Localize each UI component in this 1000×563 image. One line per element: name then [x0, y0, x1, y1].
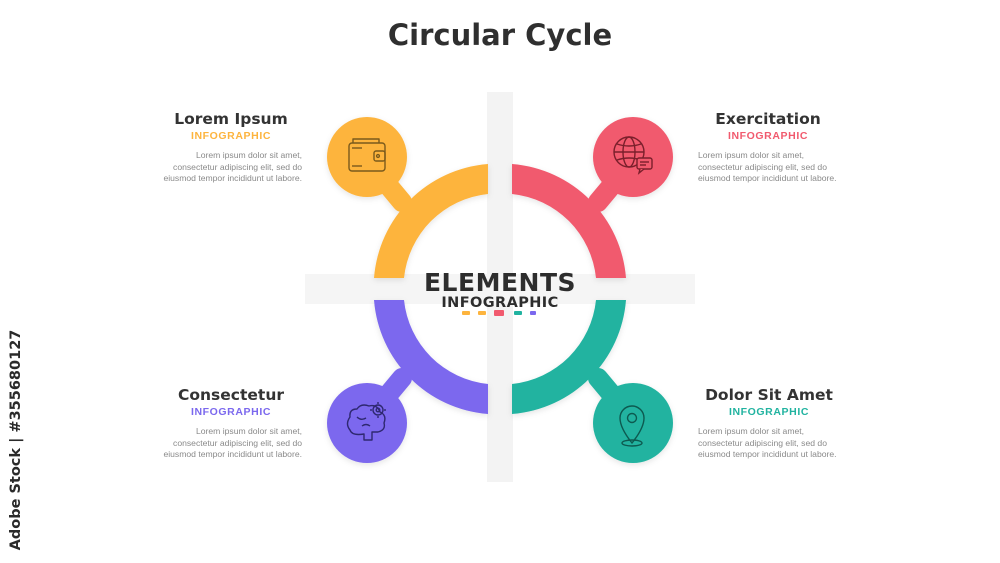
dot-teal [514, 311, 522, 315]
dot-orange-2 [478, 311, 486, 315]
item-subtitle: INFOGRAPHIC [728, 406, 810, 418]
stock-watermark: Adobe Stock | #355680127 [6, 325, 26, 555]
brain-gear-icon [346, 402, 386, 441]
item-title: Exercitation [715, 110, 821, 128]
dot-orange [462, 311, 470, 315]
item-description: Lorem ipsum dolor sit amet, consectetur … [163, 150, 302, 183]
item-dolor-sit-amet: Dolor Sit Amet INFOGRAPHIC Lorem ipsum d… [698, 386, 878, 461]
segment-bottom-right [512, 300, 673, 463]
item-title: Lorem Ipsum [174, 110, 288, 128]
fold-shadow-horizontal [305, 274, 695, 304]
center-subtitle: INFOGRAPHIC [441, 295, 559, 311]
segment-bottom-left [327, 300, 488, 463]
location-pin-icon [619, 405, 645, 447]
segment-top-left [327, 117, 488, 278]
dot-purple [530, 311, 536, 315]
item-consectetur: Consectetur INFOGRAPHIC Lorem ipsum dolo… [160, 386, 340, 461]
item-title: Consectetur [178, 386, 284, 404]
dot-red [494, 310, 504, 316]
item-description: Lorem ipsum dolor sit amet, consectetur … [698, 426, 837, 459]
item-subtitle: INFOGRAPHIC [727, 130, 809, 142]
segment-top-right [512, 117, 673, 278]
item-subtitle: INFOGRAPHIC [190, 406, 272, 418]
item-lorem-ipsum: Lorem Ipsum INFOGRAPHIC Lorem ipsum dolo… [160, 110, 340, 185]
item-description: Lorem ipsum dolor sit amet, consectetur … [698, 150, 837, 183]
item-subtitle: INFOGRAPHIC [190, 130, 272, 142]
page-title: Circular Cycle [387, 18, 613, 52]
item-title: Dolor Sit Amet [705, 386, 833, 404]
center-label: ELEMENTS INFOGRAPHIC [400, 268, 600, 311]
item-description: Lorem ipsum dolor sit amet, consectetur … [163, 426, 302, 459]
watermark-text: Adobe Stock | #355680127 [8, 329, 24, 551]
wallet-icon [348, 138, 386, 172]
item-exercitation: Exercitation INFOGRAPHIC Lorem ipsum dol… [698, 110, 878, 185]
center-title: ELEMENTS [423, 268, 577, 297]
globe-chat-icon [613, 136, 653, 175]
